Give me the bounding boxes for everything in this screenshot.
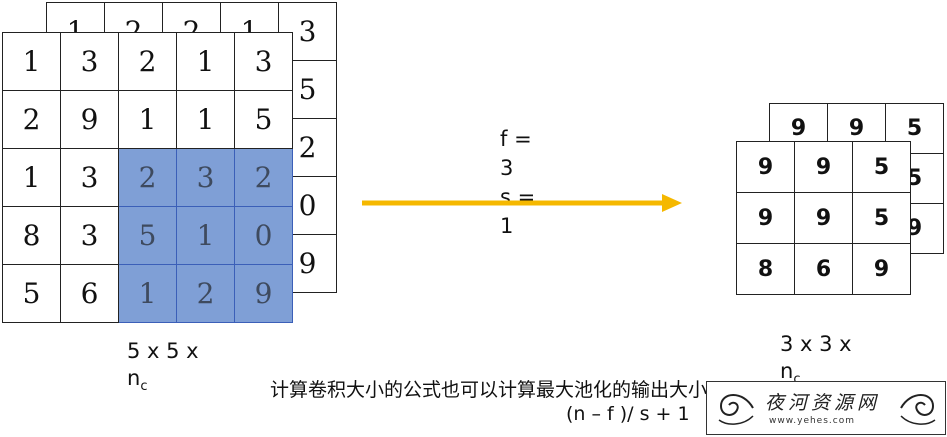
filter-size-label: f = <box>500 127 532 151</box>
grid-cell: 9 <box>736 141 795 193</box>
grid-cell: 6 <box>60 264 119 323</box>
grid-cell: 5 <box>234 90 293 149</box>
output-front-layer-grid: 9 9 5 9 9 5 8 6 9 <box>736 141 911 295</box>
grid-cell: 5 <box>852 192 911 244</box>
grid-cell: 3 <box>60 32 119 91</box>
highlighted-cell: 1 <box>176 206 235 265</box>
grid-cell: 2 <box>2 90 61 149</box>
grid-cell: 8 <box>2 206 61 265</box>
highlighted-cell: 2 <box>176 264 235 323</box>
grid-cell: 1 <box>2 32 61 91</box>
grid-cell: 1 <box>176 32 235 91</box>
channel-symbol: n <box>780 359 794 383</box>
grid-cell: 5 <box>2 264 61 323</box>
channel-symbol: n <box>127 366 141 390</box>
pooling-parameters: f = 3 s = 1 <box>500 125 550 241</box>
highlighted-cell: 1 <box>118 264 177 323</box>
caption-text: 计算卷积大小的公式也可以计算最大池化的输出大小 <box>270 379 708 401</box>
input-dims-text: 5 x 5 x <box>127 339 199 363</box>
grid-cell: 1 <box>118 90 177 149</box>
grid-cell: 5 <box>852 141 911 193</box>
grid-cell: 1 <box>2 148 61 207</box>
highlighted-cell: 9 <box>234 264 293 323</box>
grid-cell: 1 <box>176 90 235 149</box>
grid-cell: 8 <box>736 243 795 295</box>
channel-subscript: c <box>793 372 801 388</box>
watermark-url: www.yehes.com <box>769 416 855 426</box>
grid-cell: 3 <box>234 32 293 91</box>
input-dimensions-label: 5 x 5 x nc <box>127 338 237 400</box>
input-dims-channel: nc <box>127 365 237 400</box>
grid-cell: 9 <box>736 192 795 244</box>
grid-cell: 3 <box>60 148 119 207</box>
ornament-right-icon <box>900 394 936 425</box>
grid-cell: 9 <box>794 192 853 244</box>
highlighted-cell: 5 <box>118 206 177 265</box>
ornament-left-icon <box>718 394 754 425</box>
grid-cell: 9 <box>794 141 853 193</box>
formula-text: (n – f )/ s + 1 <box>566 403 690 425</box>
grid-cell: 2 <box>118 32 177 91</box>
grid-cell: 3 <box>60 206 119 265</box>
highlighted-cell: 0 <box>234 206 293 265</box>
grid-cell: 9 <box>60 90 119 149</box>
channel-subscript: c <box>140 379 148 395</box>
highlighted-cell: 2 <box>234 148 293 207</box>
grid-cell: 6 <box>794 243 853 295</box>
right-arrow-icon <box>362 194 682 212</box>
watermark-title: 夜河资源网 <box>765 392 881 414</box>
watermark-logo: 夜河资源网 www.yehes.com <box>706 381 946 435</box>
highlighted-cell: 2 <box>118 148 177 207</box>
highlighted-cell: 3 <box>176 148 235 207</box>
output-dims-text: 3 x 3 x <box>780 332 852 356</box>
output-dims-channel: nc <box>780 358 890 393</box>
stride-value: 1 <box>500 214 514 238</box>
grid-cell: 9 <box>852 243 911 295</box>
input-front-layer-grid: 1 3 2 1 3 2 9 1 1 5 1 3 2 3 2 8 3 5 1 0 … <box>2 32 293 323</box>
output-dimensions-label: 3 x 3 x nc <box>780 331 890 393</box>
filter-size-value: 3 <box>500 156 514 180</box>
